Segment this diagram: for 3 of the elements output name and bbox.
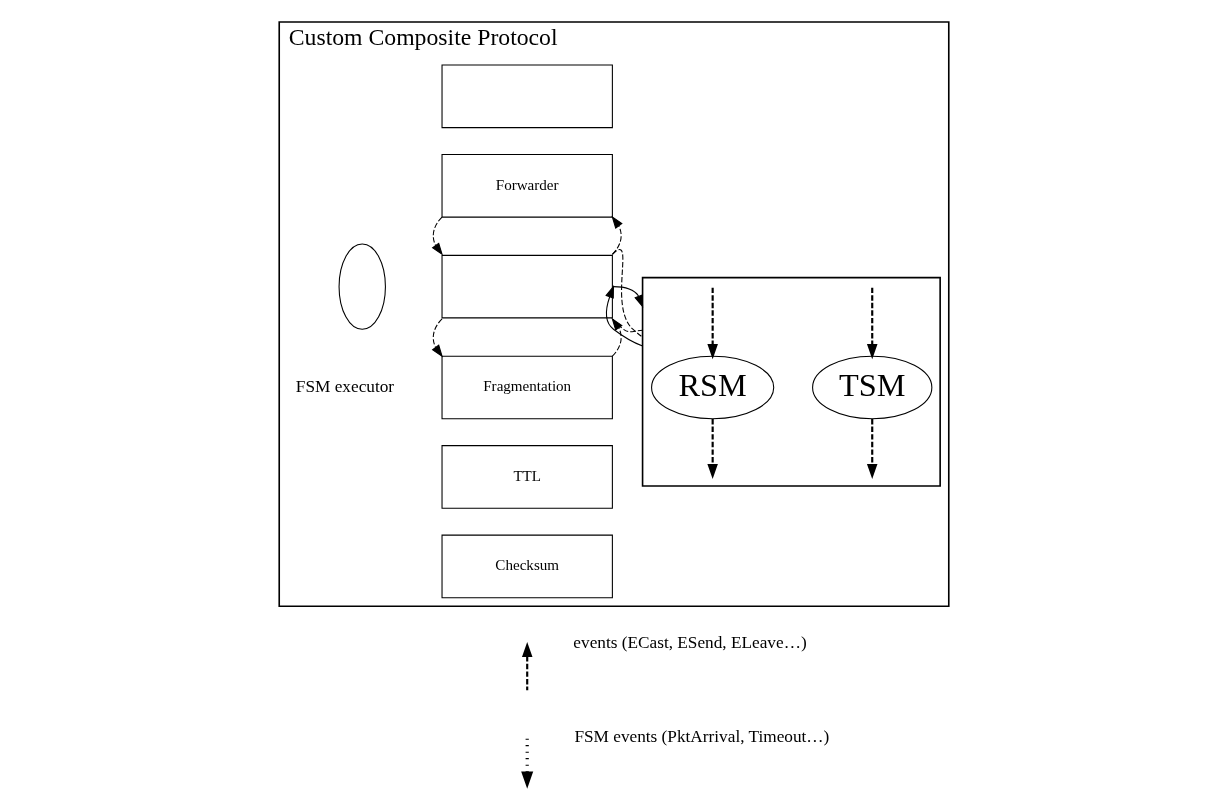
legend-label: events (ECast, ESend, ELeave…) — [572, 632, 807, 652]
legend-label: FSM events (PktArrival, Timeout…) — [573, 726, 829, 746]
node-label: FSM executor — [295, 376, 394, 396]
